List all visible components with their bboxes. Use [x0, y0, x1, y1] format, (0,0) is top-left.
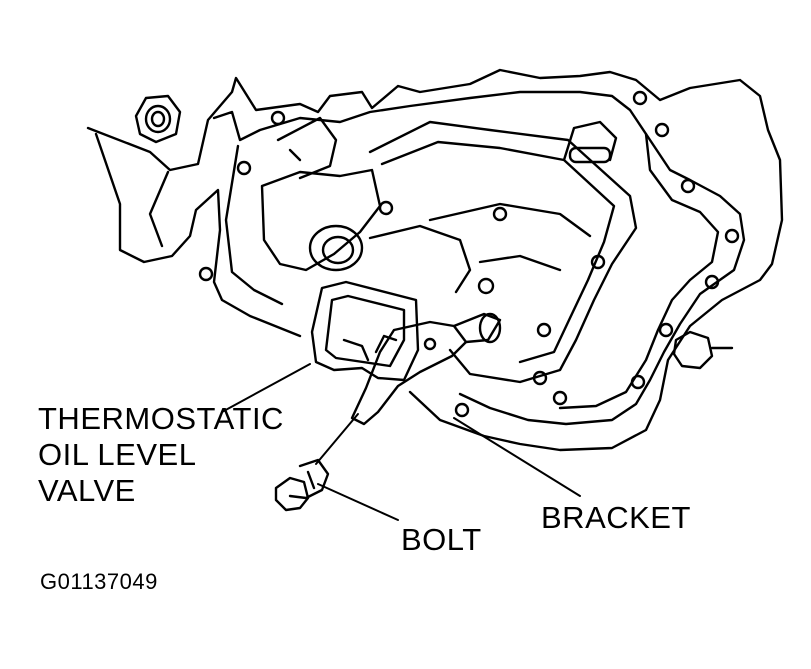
- thermostatic-oil-level-valve: [310, 280, 420, 382]
- figure-id: G01137049: [40, 569, 158, 594]
- bolt-label: BOLT: [401, 522, 482, 557]
- flange-bolt-holes: [198, 90, 740, 418]
- leader-thermostatic: [221, 363, 311, 413]
- thermostatic-label-line-3: VALVE: [38, 473, 136, 508]
- thermostatic-oil-level-valve-label: THERMOSTATIC OIL LEVEL VALVE: [38, 401, 284, 509]
- leader-bolt: [317, 483, 399, 521]
- leader-lines: [221, 363, 581, 521]
- case-nut: [134, 94, 182, 144]
- leader-bracket: [453, 417, 581, 497]
- thermostatic-label-line-1: THERMOSTATIC: [38, 401, 284, 436]
- bracket: [350, 312, 502, 426]
- bolt: [274, 458, 330, 512]
- bracket-label: BRACKET: [541, 500, 691, 535]
- leader-bolt-axis: [315, 413, 359, 465]
- valve-body: [260, 116, 638, 386]
- thermostatic-label-line-2: OIL LEVEL: [38, 437, 197, 472]
- case-side-bolt: [672, 330, 734, 370]
- transmission-case: [86, 68, 784, 452]
